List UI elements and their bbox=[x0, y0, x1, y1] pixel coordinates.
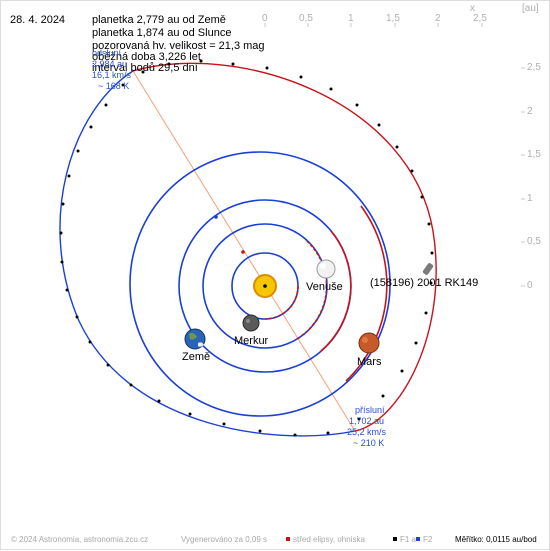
x-tick-2: 2 bbox=[435, 13, 441, 24]
legend-black-dot bbox=[393, 537, 397, 542]
venus-orbit-arc bbox=[296, 240, 328, 340]
ellipse-center-marker bbox=[241, 250, 245, 254]
x-tick-1: 1 bbox=[348, 13, 354, 24]
legend-f2-text: F2 bbox=[423, 535, 433, 544]
y-tick-0: 0 bbox=[527, 280, 533, 291]
mercury-orbit-arc bbox=[264, 285, 299, 320]
aphelion-title: odsluní bbox=[92, 48, 122, 58]
aphelion-temperature: ~ 168 K bbox=[98, 81, 130, 91]
y-tick-1-5: 1,5 bbox=[527, 149, 541, 160]
mars-orbit-arc bbox=[345, 205, 388, 382]
generation-time: Vygenerováno za 0,09 s bbox=[181, 535, 267, 544]
aphelion-speed: 16,1 km/s bbox=[92, 70, 132, 80]
date-label: 28. 4. 2024 bbox=[10, 14, 66, 26]
legend-center-text: střed elipsy, ohniska bbox=[293, 535, 365, 544]
legend-f1-text: F1 a bbox=[400, 535, 417, 544]
info-earth-distance: planetka 2,779 au od Země bbox=[92, 14, 226, 26]
info-magnitude: pozorovaná hv. velikost = 21,3 mag bbox=[92, 40, 265, 52]
legend-focus-f1: F1 a bbox=[390, 535, 416, 544]
mars-icon[interactable] bbox=[358, 332, 380, 354]
asteroid-orbit-south bbox=[59, 70, 356, 437]
asteroid-label: (158196) 2001 RK149 bbox=[370, 277, 479, 289]
x-tick-2-5: 2,5 bbox=[473, 13, 487, 24]
asteroid-icon[interactable] bbox=[422, 262, 434, 275]
venus-label: Venuše bbox=[306, 281, 343, 293]
info-sun-distance: planetka 1,874 au od Slunce bbox=[92, 27, 232, 39]
info-period: oběžná doba 3,226 let bbox=[92, 51, 201, 63]
venus-icon[interactable] bbox=[316, 259, 336, 279]
axis-ticks bbox=[264, 23, 525, 287]
aphelion-distance: 2,984 au bbox=[92, 59, 128, 69]
legend-focus-f2: F2 bbox=[413, 535, 432, 544]
asteroid-orbit-north bbox=[132, 62, 437, 432]
legend-red-dot bbox=[286, 537, 290, 542]
x-axis-unit: x bbox=[470, 3, 475, 14]
legend-blue-dot bbox=[416, 537, 420, 542]
y-tick-2-5: 2,5 bbox=[527, 62, 541, 73]
mars-orbit bbox=[129, 151, 391, 417]
legend-ellipse-center: střed elipsy, ohniska bbox=[283, 535, 365, 544]
mercury-icon[interactable] bbox=[242, 314, 260, 332]
info-interval: interval bodů 29,5 dní bbox=[92, 62, 198, 74]
perihelion-distance: 1,702 au bbox=[349, 416, 385, 426]
perihelion-temperature: ~ 210 K bbox=[353, 438, 385, 448]
scale-label: Měřítko: 0,0115 au/bod bbox=[455, 535, 537, 544]
earth-label: Země bbox=[182, 351, 211, 363]
copyright-link[interactable]: © 2024 Astronomia, astronomia.zcu.cz bbox=[11, 535, 149, 544]
sun-icon bbox=[253, 274, 277, 298]
asteroid-orbit-points bbox=[59, 59, 434, 437]
perihelion-speed: 25,2 km/s bbox=[347, 427, 387, 437]
y-tick-0-5: 0,5 bbox=[527, 236, 541, 247]
y-axis-unit: [au] bbox=[522, 3, 539, 14]
x-tick-0: 0 bbox=[262, 13, 268, 24]
x-tick-1-5: 1,5 bbox=[386, 13, 400, 24]
mercury-label: Merkur bbox=[234, 335, 269, 347]
mars-label: Mars bbox=[357, 356, 382, 368]
perihelion-title: přísluní bbox=[355, 405, 385, 415]
earth-icon[interactable] bbox=[184, 328, 206, 350]
y-tick-1: 1 bbox=[527, 193, 533, 204]
x-tick-0-5: 0,5 bbox=[299, 13, 313, 24]
y-tick-2: 2 bbox=[527, 106, 533, 117]
earth-orbit-arc bbox=[320, 230, 352, 352]
